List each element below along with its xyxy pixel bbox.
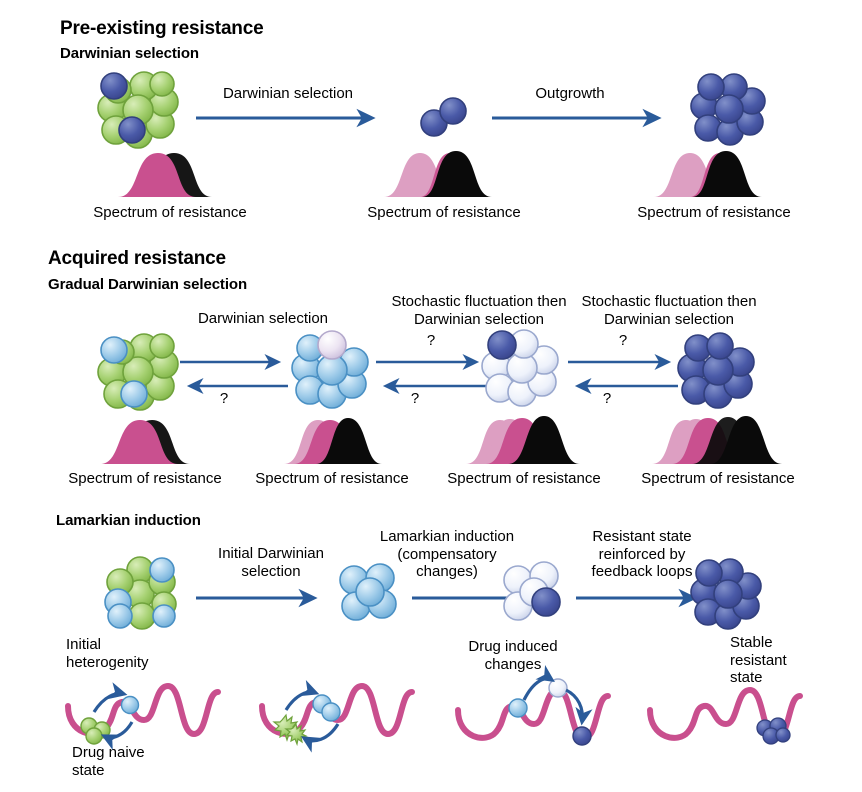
arrow-lamarkian-3 xyxy=(576,588,698,608)
energy-landscape-4 xyxy=(647,686,803,745)
section-title-acquired: Acquired resistance xyxy=(48,248,226,269)
note-stable-resistant-state: Stable resistant state xyxy=(730,634,787,687)
arrow-label-acquired-2: Stochastic fluctuation then Darwinian se… xyxy=(391,293,567,328)
cell-cluster-lamarkian-3 xyxy=(503,561,561,621)
question-mark-acquired-rev-2: ? xyxy=(410,390,420,407)
bidirectional-arrow-acquired-2 xyxy=(376,353,486,395)
spectrum-label-2-1: Spectrum of resistance xyxy=(68,470,222,487)
section-title-pre-existing: Pre-existing resistance xyxy=(60,18,264,39)
cell-cluster-heterogeneous xyxy=(97,71,179,149)
spectrum-label-2-3: Spectrum of resistance xyxy=(447,470,601,487)
arrow-label-darwinian-selection: Darwinian selection xyxy=(222,85,354,102)
spectrum-label-1-1: Spectrum of resistance xyxy=(93,204,247,221)
arrow-lamarkian-1 xyxy=(196,588,318,608)
cell-cluster-lamarkian-1 xyxy=(104,556,177,630)
spectrum-curve-1-1 xyxy=(104,153,230,199)
note-drug-induced-changes: Drug induced changes xyxy=(468,638,558,673)
energy-landscape-2 xyxy=(259,679,415,753)
energy-landscape-3 xyxy=(455,665,611,746)
cell-cluster-acquired-4 xyxy=(677,332,755,409)
spectrum-curve-1-3 xyxy=(642,151,782,199)
bidirectional-arrow-acquired-1 xyxy=(180,353,288,395)
arrow-label-lamarkian-3: Resistant state reinforced by feedback l… xyxy=(591,528,693,581)
question-mark-acquired-fwd-2: ? xyxy=(426,332,436,349)
cell-cluster-selected-pair xyxy=(420,97,467,137)
cell-cluster-outgrown xyxy=(690,73,766,146)
bidirectional-arrow-acquired-3 xyxy=(568,353,678,395)
question-mark-acquired-rev-1: ? xyxy=(219,390,229,407)
spectrum-curve-1-2 xyxy=(372,151,512,199)
spectrum-label-1-3: Spectrum of resistance xyxy=(637,204,791,221)
arrow-label-outgrowth: Outgrowth xyxy=(535,85,605,102)
spectrum-label-2-4: Spectrum of resistance xyxy=(641,470,795,487)
arrow-pre-existing-1 xyxy=(196,108,376,128)
spectrum-curve-2-2 xyxy=(260,418,402,466)
arrow-label-acquired-3: Stochastic fluctuation then Darwinian se… xyxy=(581,293,757,328)
section-subtitle-lamarkian-induction: Lamarkian induction xyxy=(56,512,201,529)
spectrum-label-2-2: Spectrum of resistance xyxy=(255,470,409,487)
section-subtitle-gradual-darwinian: Gradual Darwinian selection xyxy=(48,276,248,293)
question-mark-acquired-rev-3: ? xyxy=(602,390,612,407)
cell-cluster-acquired-3 xyxy=(481,329,559,407)
spectrum-curve-2-1 xyxy=(76,420,214,466)
note-initial-heterogenity: Initial heterogenity xyxy=(66,636,149,671)
energy-landscape-1 xyxy=(65,682,221,751)
section-subtitle-darwinian-selection: Darwinian selection xyxy=(60,45,199,62)
spectrum-label-1-2: Spectrum of resistance xyxy=(367,204,521,221)
cell-cluster-lamarkian-2 xyxy=(339,563,397,621)
spectrum-curve-2-4 xyxy=(636,416,802,466)
question-mark-acquired-fwd-3: ? xyxy=(618,332,628,349)
cell-cluster-acquired-1 xyxy=(97,333,179,411)
arrow-pre-existing-2 xyxy=(492,108,662,128)
arrow-label-lamarkian-1: Initial Darwinian selection xyxy=(218,545,324,580)
arrow-label-lamarkian-2: Lamarkian induction (compensatory change… xyxy=(379,528,515,581)
spectrum-curve-2-3 xyxy=(448,416,600,466)
arrow-label-acquired-1: Darwinian selection xyxy=(197,310,329,327)
cell-cluster-lamarkian-4 xyxy=(690,558,762,630)
cell-cluster-acquired-2 xyxy=(291,330,369,409)
